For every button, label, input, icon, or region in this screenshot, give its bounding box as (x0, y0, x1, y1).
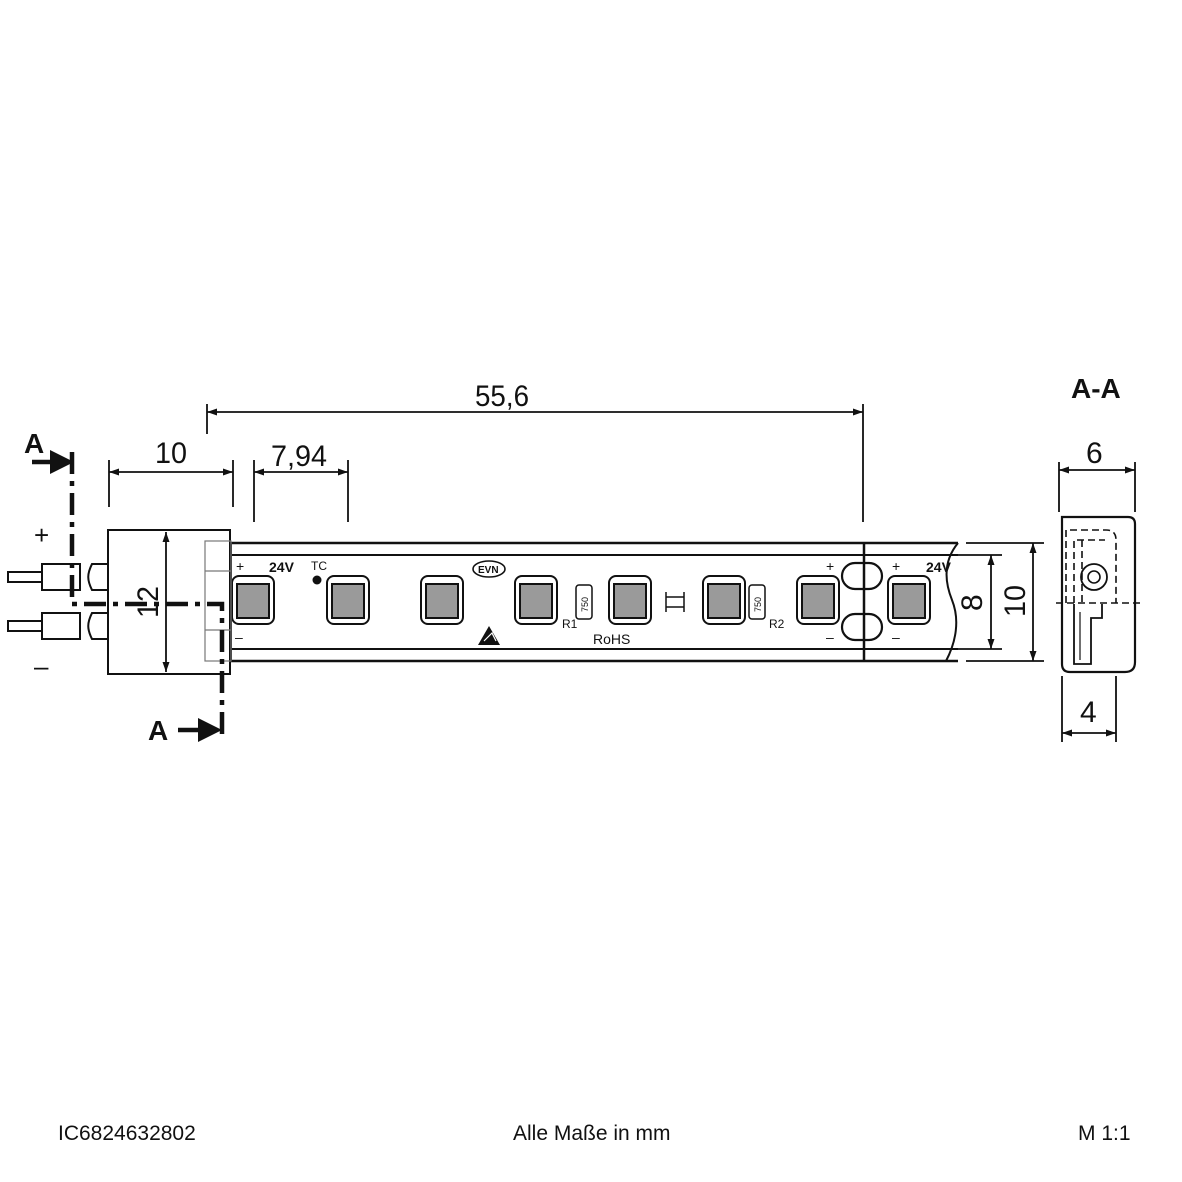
cable-core (1087, 570, 1101, 584)
dim-connector-height: 12 (132, 586, 165, 618)
wire-plus (7, 563, 109, 591)
wire-minus (7, 612, 109, 640)
hidden-lines (1056, 529, 1140, 604)
dim-strip-length: 55,6 (475, 380, 529, 413)
wire-plus-label: + (34, 520, 49, 550)
pcb-plus-right: + (892, 558, 900, 574)
pcb-r2: R2 (769, 617, 785, 631)
dim-section-bottom-width: 4 (1080, 696, 1097, 729)
dim-connector-length: 10 (155, 437, 187, 470)
connector-body (107, 529, 231, 675)
dim-section-width: 6 (1086, 437, 1103, 470)
scale-label: M 1:1 (1078, 1122, 1131, 1145)
resistor-r1 (575, 584, 593, 620)
section-arrow-bottom (178, 718, 222, 742)
resistor-r2 (748, 584, 766, 620)
section-label-bottom: A (148, 715, 168, 746)
esd-warning-icon (478, 626, 500, 645)
pcb-voltage-left: 24V (269, 559, 295, 575)
led-chip (608, 575, 652, 625)
tc-point (312, 575, 322, 585)
section-label-top: A (24, 428, 44, 459)
pcb-r1: R1 (562, 617, 578, 631)
pcb-minus-mid: – (826, 629, 834, 645)
pcb-voltage-right: 24V (926, 559, 952, 575)
led-row (231, 575, 931, 625)
led-chip (702, 575, 746, 625)
dimension-lines (108, 404, 1044, 672)
led-chip (887, 575, 931, 625)
dim-led-pitch: 7,94 (271, 440, 327, 473)
pcb-plus-left: + (236, 558, 244, 574)
led-chip (514, 575, 558, 625)
dim-strip-outer-height: 10 (999, 585, 1032, 617)
resistor-code-2: 750 (753, 597, 763, 612)
led-chip (231, 575, 275, 625)
resistor-code-1: 750 (580, 597, 590, 612)
section-arrow-top (32, 450, 74, 474)
cut-pad-top (840, 561, 884, 591)
profile-outline (1060, 515, 1137, 674)
dim-strip-inner-height: 8 (956, 594, 989, 611)
pcb-rohs: RoHS (593, 631, 630, 647)
wire-minus-label: – (34, 651, 49, 681)
section-view-title: A-A (1071, 373, 1121, 404)
pcb-labels: + 24V TC – R1 R2 750 750 EVN RoHS + – + … (235, 558, 952, 647)
pcb-plus-mid: + (826, 558, 834, 574)
pcb-logo-text: EVN (478, 565, 499, 576)
pcb-minus-right: – (892, 629, 900, 645)
cable-outer (1080, 563, 1108, 591)
led-chip (420, 575, 464, 625)
units-note: Alle Maße in mm (513, 1122, 671, 1145)
led-chip (326, 575, 370, 625)
led-strip (230, 541, 959, 663)
section-view (1056, 462, 1140, 742)
section-cut-line (69, 452, 225, 735)
pcb-minus-left: – (235, 629, 243, 645)
cut-pad-bottom (840, 612, 884, 642)
connector (7, 529, 232, 675)
capacitor-symbol (665, 592, 685, 612)
article-number: IC6824632802 (58, 1122, 196, 1145)
pcb-components (312, 560, 766, 645)
pcb-tc-label: TC (311, 559, 327, 573)
evn-logo-icon (472, 560, 506, 578)
led-chip (796, 575, 840, 625)
